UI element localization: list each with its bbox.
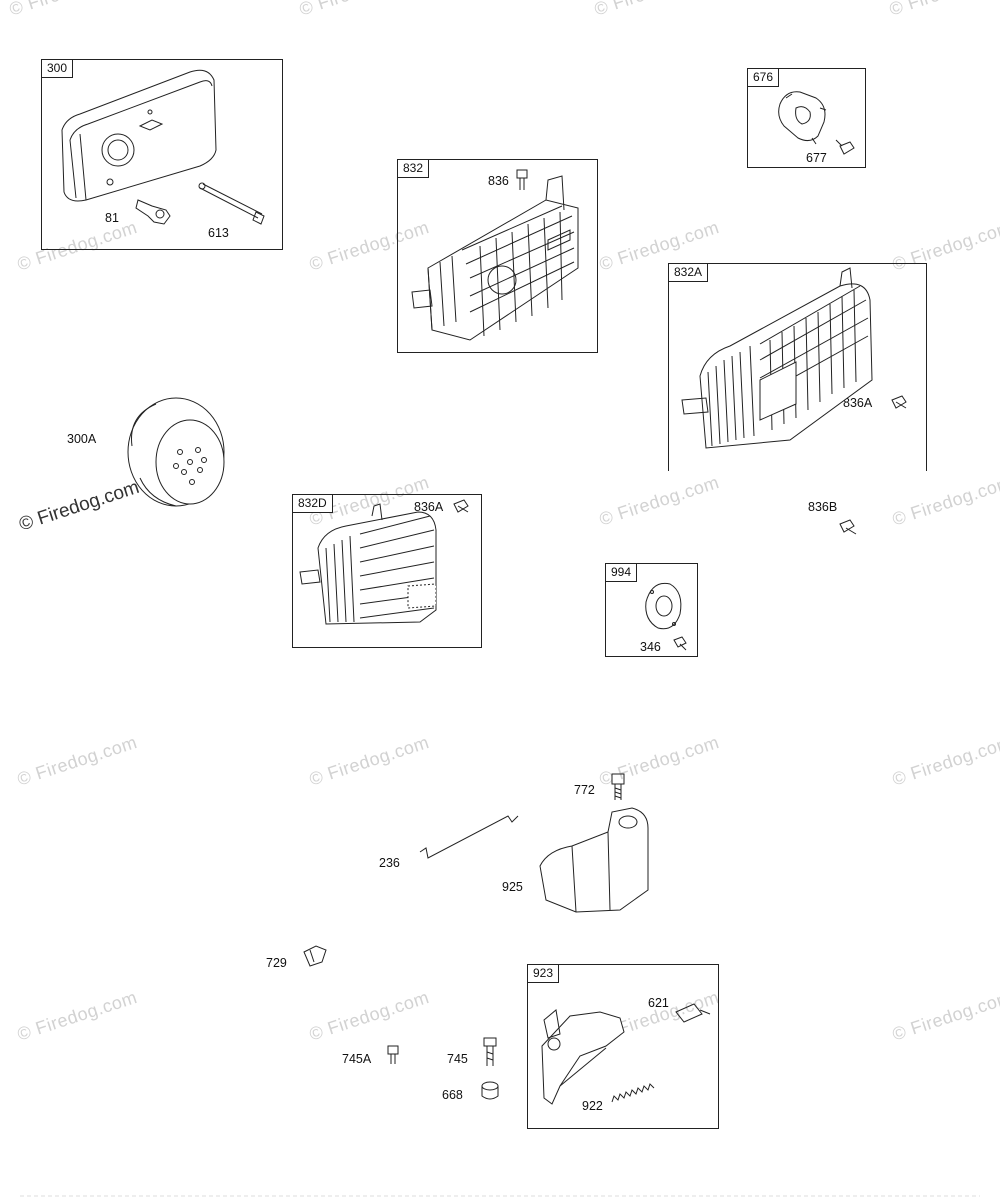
bolt-613-drawing [199,183,264,224]
clip-729-drawing [304,946,326,966]
screw-836B-drawing [840,520,856,534]
link-rod-236-drawing [420,816,518,858]
group-box-300: 300 [41,59,283,250]
screw-745A-drawing [388,1046,398,1064]
group-tag-832: 832 [397,159,430,178]
guard-832A-drawing [682,268,872,448]
guard-832D-drawing [300,504,436,624]
part-label-836B: 836B [808,500,838,514]
group-box-832D: 832D [292,494,482,648]
group-box-832A: 832A [668,263,927,471]
muffler-300A-drawing [128,398,224,506]
heat-shield-832-drawing [412,176,578,340]
shroud-925-drawing [540,808,648,912]
part-label-621: 621 [648,996,669,1010]
muffler-300-drawing [62,70,216,201]
spring-922-drawing [612,1084,654,1102]
part-label-677: 677 [806,151,827,165]
group-tag-676: 676 [747,68,780,87]
group-tag-994: 994 [605,563,638,582]
screw-836A-box-drawing [454,500,468,512]
part-label-836A: 836A [414,500,444,514]
nut-668-drawing [482,1082,498,1099]
group-tag-300: 300 [41,59,74,78]
group-tag-832D: 832D [292,494,333,513]
group-box-923: 923 [527,964,719,1129]
bolt-772-drawing [612,774,624,800]
part-label-922: 922 [582,1099,603,1113]
group-tag-923: 923 [527,964,560,983]
part-label-925: 925 [502,880,523,894]
part-label-745A: 745A [342,1052,372,1066]
part-label-772: 772 [574,783,595,797]
part-label-300A: 300A [67,432,97,446]
group-box-676: 676 [747,68,866,168]
group-box-994: 994 [605,563,698,657]
part-label-729: 729 [266,956,287,970]
part-label-236: 236 [379,856,400,870]
part-label-346: 346 [640,640,661,654]
adapter-994-drawing [646,583,681,628]
part-label-613: 613 [208,226,229,240]
group-tag-832A: 832A [668,263,709,282]
screw-677-drawing [836,140,854,154]
group-box-832: 832 [397,159,598,353]
screw-836-drawing [517,170,527,190]
screw-346-drawing [674,637,686,650]
clip-621-drawing [676,1004,710,1022]
bolt-745-drawing [484,1038,496,1066]
part-label-836A: 836A [843,396,873,410]
gasket-81-drawing [136,200,170,224]
part-label-745: 745 [447,1052,468,1066]
part-label-81: 81 [105,211,119,225]
screen-676-drawing [779,92,826,144]
governor-923-drawing [542,1010,624,1104]
screw-836A-drawing [892,396,906,408]
part-label-836: 836 [488,174,509,188]
part-label-668: 668 [442,1088,463,1102]
